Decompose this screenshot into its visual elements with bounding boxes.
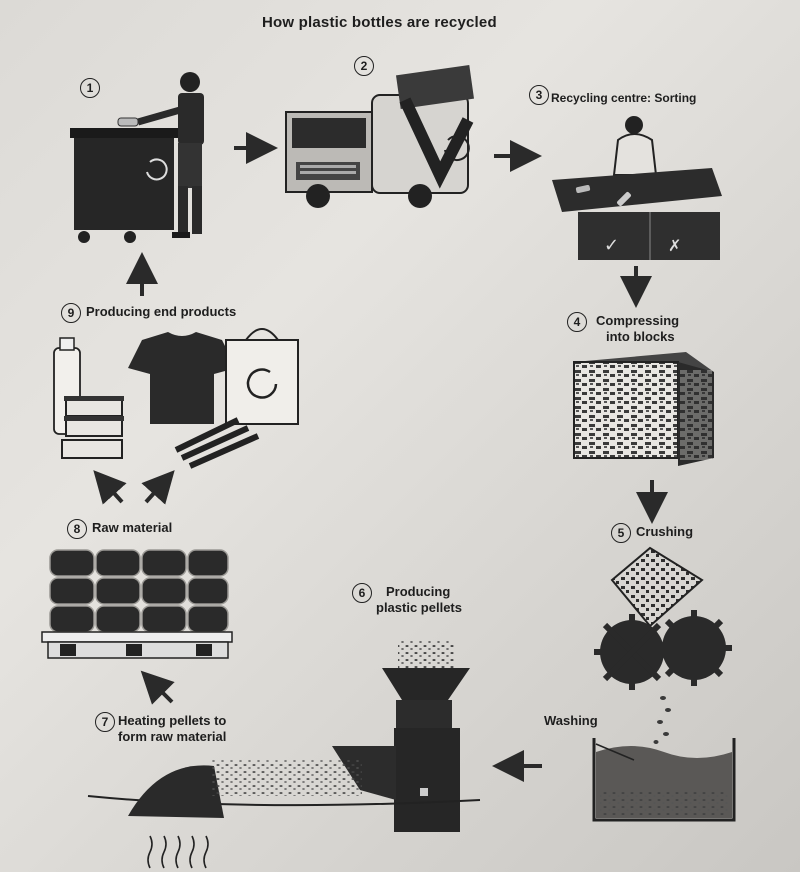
sort-accept-mark: ✓ bbox=[604, 235, 619, 256]
step-3-number: 3 bbox=[529, 85, 549, 105]
step-6-pellet-machine-illustration bbox=[332, 640, 470, 832]
diagram-title: How plastic bottles are recycled bbox=[262, 14, 497, 31]
step-3-sorting-table-illustration bbox=[552, 116, 722, 260]
step-7-heating-illustration bbox=[87, 760, 481, 869]
step-6-label-line2: plastic pellets bbox=[376, 600, 462, 615]
step-6-label-line1: Producing bbox=[386, 584, 451, 599]
step-8-label: Raw material bbox=[92, 520, 173, 535]
step-7-label-line2: form raw material bbox=[118, 729, 227, 744]
step-4-number: 4 bbox=[567, 312, 587, 332]
step-9-end-products-illustration bbox=[53, 328, 299, 469]
step-6-number: 6 bbox=[352, 583, 372, 603]
washing-tank-illustration bbox=[592, 738, 736, 822]
step-7-number: 7 bbox=[95, 712, 115, 732]
step-4-label-line2: into blocks bbox=[606, 329, 675, 344]
step-4-compressed-block-illustration bbox=[573, 352, 714, 466]
step-9-label: Producing end products bbox=[86, 304, 237, 319]
step-5-label: Crushing bbox=[636, 524, 694, 539]
step-1-collection-bin-illustration bbox=[70, 72, 204, 243]
step-4-label-line1: Compressing bbox=[596, 313, 680, 328]
step-8-number: 8 bbox=[67, 519, 87, 539]
step-7-label-line1: Heating pellets to bbox=[118, 713, 227, 728]
flow-arrows bbox=[93, 132, 668, 782]
step-5-crusher-illustration bbox=[594, 546, 732, 744]
step-2-number: 2 bbox=[354, 56, 374, 76]
sort-reject-mark: ✗ bbox=[668, 236, 681, 255]
step-1-number: 1 bbox=[80, 78, 100, 98]
step-3-label: Recycling centre: Sorting bbox=[551, 91, 697, 105]
step-9-number: 9 bbox=[61, 303, 81, 323]
step-8-raw-material-pallet-illustration bbox=[41, 549, 233, 659]
step-2-collection-truck-illustration bbox=[285, 65, 475, 208]
washing-label: Washing bbox=[544, 713, 598, 728]
step-5-number: 5 bbox=[611, 523, 631, 543]
